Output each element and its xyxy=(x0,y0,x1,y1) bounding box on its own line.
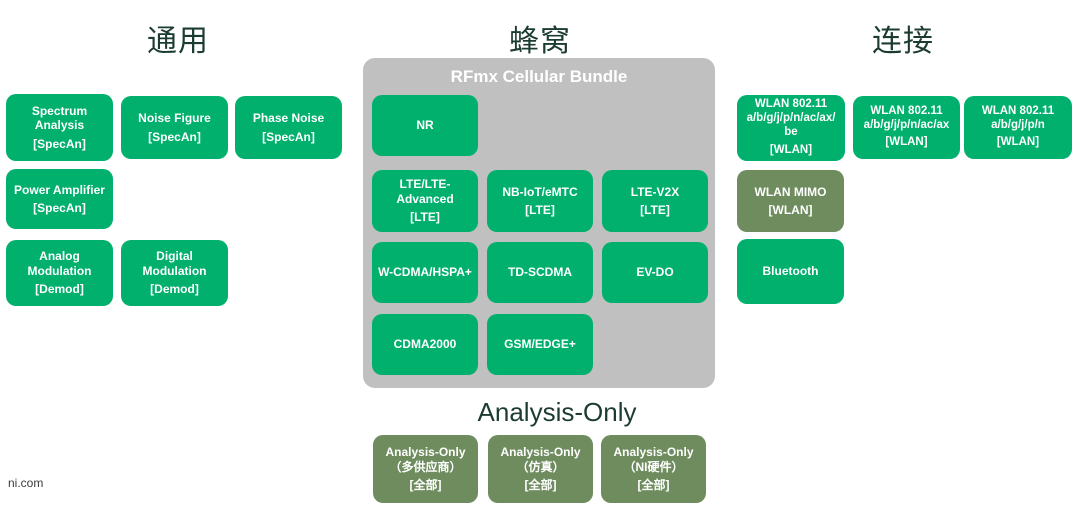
box-noise-figure: Noise Figure [SpecAn] xyxy=(121,96,228,159)
box-label: WLAN 802.11 a/b/g/j/p/n/ac/ax/ be xyxy=(746,98,836,138)
box-tag: [Demod] xyxy=(150,282,199,297)
footer-ni-com: ni.com xyxy=(8,476,44,490)
box-lte-lte-advanced: LTE/LTE- Advanced [LTE] xyxy=(372,170,478,232)
section-title-cellular: 蜂窝 xyxy=(509,25,571,58)
section-title-general: 通用 xyxy=(147,25,209,58)
box-label: LTE/LTE- Advanced xyxy=(396,177,454,206)
box-label: EV-DO xyxy=(636,265,674,280)
section-title-analysis-only: Analysis-Only xyxy=(477,397,637,427)
box-bluetooth: Bluetooth xyxy=(737,239,844,304)
box-label: WLAN 802.11 a/b/g/j/p/n xyxy=(981,104,1055,131)
box-tag: [SpecAn] xyxy=(262,129,315,144)
box-gsm-edge: GSM/EDGE+ xyxy=(487,314,593,375)
box-tag: [LTE] xyxy=(640,203,670,217)
box-label: Analog Modulation xyxy=(27,249,92,278)
box-wlan-n: WLAN 802.11 a/b/g/j/p/n [WLAN] xyxy=(964,96,1072,159)
box-digital-modulation: Digital Modulation [Demod] xyxy=(121,240,228,306)
box-label: Analysis-Only （NI硬件） xyxy=(613,445,694,474)
box-label: GSM/EDGE+ xyxy=(504,337,576,352)
box-tag: [全部] xyxy=(524,478,557,493)
box-label: Phase Noise xyxy=(252,111,325,126)
box-power-amplifier: Power Amplifier [SpecAn] xyxy=(6,169,113,229)
box-tag: [全部] xyxy=(637,478,670,493)
box-lte-v2x: LTE-V2X [LTE] xyxy=(602,170,708,232)
box-label: Spectrum Analysis xyxy=(31,103,88,133)
box-label: TD-SCDMA xyxy=(508,265,572,280)
box-label: CDMA2000 xyxy=(393,337,457,352)
box-label: NR xyxy=(416,118,434,133)
section-title-connectivity: 连接 xyxy=(872,25,934,58)
box-tag: [SpecAn] xyxy=(148,129,201,144)
box-wcdma-hspa: W-CDMA/HSPA+ xyxy=(372,242,478,303)
box-label: Digital Modulation xyxy=(142,249,207,278)
box-cdma2000: CDMA2000 xyxy=(372,314,478,375)
box-tag: [SpecAn] xyxy=(33,201,86,215)
box-label: WLAN MIMO xyxy=(754,184,827,199)
box-tag: [WLAN] xyxy=(885,136,928,149)
box-analysis-only-multivendor: Analysis-Only （多供应商） [全部] xyxy=(373,435,478,503)
box-label: Analysis-Only （仿真） xyxy=(500,445,581,474)
box-td-scdma: TD-SCDMA xyxy=(487,242,593,303)
box-tag: [WLAN] xyxy=(996,136,1040,149)
box-label: Noise Figure xyxy=(138,111,211,126)
box-label: WLAN 802.11 a/b/g/j/p/n/ac/ax xyxy=(863,104,950,131)
box-wlan-ax-be: WLAN 802.11 a/b/g/j/p/n/ac/ax/ be [WLAN] xyxy=(737,95,845,161)
box-ev-do: EV-DO xyxy=(602,242,708,303)
box-analog-modulation: Analog Modulation [Demod] xyxy=(6,240,113,306)
box-nr: NR xyxy=(372,95,478,156)
box-tag: [WLAN] xyxy=(769,143,813,156)
box-wlan-ac-ax: WLAN 802.11 a/b/g/j/p/n/ac/ax [WLAN] xyxy=(853,96,960,159)
box-spectrum-analysis: Spectrum Analysis [SpecAn] xyxy=(6,94,113,161)
box-tag: [SpecAn] xyxy=(33,136,86,151)
bundle-title: RFmx Cellular Bundle xyxy=(450,67,628,86)
box-phase-noise: Phase Noise [SpecAn] xyxy=(235,96,342,159)
box-tag: [WLAN] xyxy=(768,203,813,217)
box-label: Analysis-Only （多供应商） xyxy=(385,445,466,474)
box-label: Power Amplifier xyxy=(14,182,105,197)
box-tag: [全部] xyxy=(409,478,442,493)
box-label: LTE-V2X xyxy=(630,184,680,199)
box-tag: [LTE] xyxy=(525,203,555,217)
box-wlan-mimo: WLAN MIMO [WLAN] xyxy=(737,170,844,232)
box-tag: [Demod] xyxy=(35,282,84,297)
box-label: Bluetooth xyxy=(762,264,819,279)
box-label: NB-IoT/eMTC xyxy=(502,184,578,199)
box-analysis-only-ni-hardware: Analysis-Only （NI硬件） [全部] xyxy=(601,435,706,503)
box-analysis-only-simulation: Analysis-Only （仿真） [全部] xyxy=(488,435,593,503)
box-label: W-CDMA/HSPA+ xyxy=(378,265,472,280)
box-nb-iot-emtc: NB-IoT/eMTC [LTE] xyxy=(487,170,593,232)
box-tag: [LTE] xyxy=(410,210,440,225)
